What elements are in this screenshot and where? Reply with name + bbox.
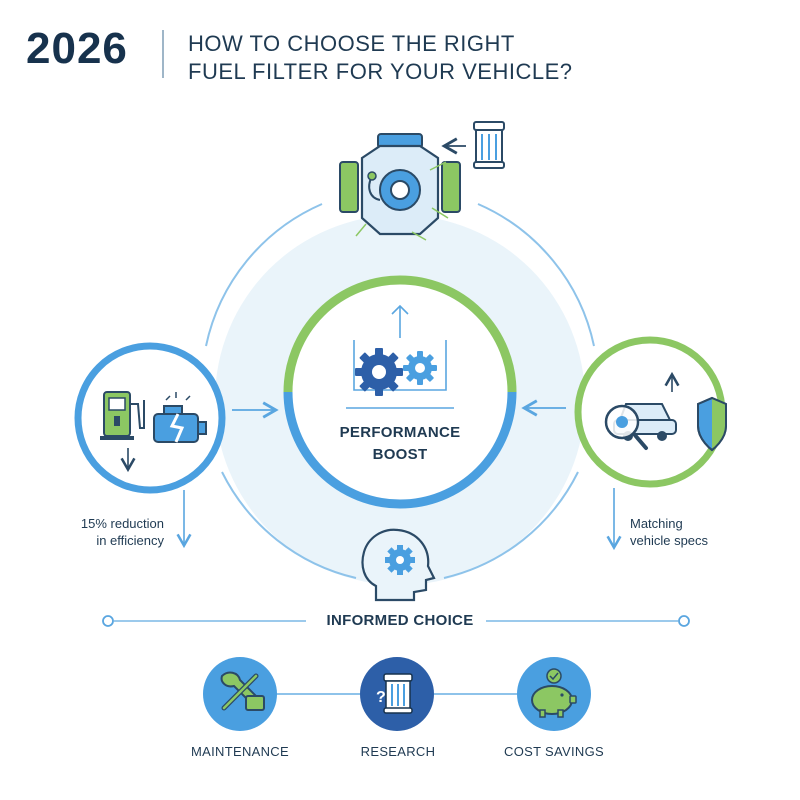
ring-arc-top-right — [477, 203, 595, 347]
cost-savings-node — [517, 657, 591, 731]
header-divider — [162, 30, 164, 78]
left-note: 15% reduction in efficiency — [60, 515, 164, 549]
center-ring-green — [283, 275, 517, 393]
timeline — [102, 615, 690, 627]
center-label-line-1: PERFORMANCE — [339, 424, 461, 441]
page-title: HOW TO CHOOSE THE RIGHT FUEL FILTER FOR … — [188, 30, 573, 86]
center-label: PERFORMANCE BOOST — [308, 422, 492, 466]
right-node — [574, 336, 727, 488]
right-note-line-2: vehicle specs — [630, 533, 709, 548]
center-label-line-2: BOOST — [372, 446, 428, 463]
shield-icon — [697, 396, 727, 452]
title-line-2: FUEL FILTER FOR YOUR VEHICLE? — [188, 59, 573, 84]
research-node: ? — [360, 657, 434, 731]
fuel-pump-icon — [100, 391, 145, 440]
piggy-bank-icon — [531, 668, 577, 718]
left-note-line-1: 15% reduction — [80, 516, 164, 531]
center-node — [283, 275, 517, 509]
ring-arc-bottom-right — [443, 471, 579, 579]
broken-engine-icon — [153, 392, 207, 443]
fuel-filter-icon — [473, 121, 505, 169]
question-mark-icon: ? — [376, 689, 386, 706]
ring-arc-top-left — [205, 203, 323, 347]
head-gear-icon — [361, 528, 436, 602]
right-note: Matching vehicle specs — [630, 515, 708, 549]
maintenance-label: MAINTENANCE — [191, 744, 289, 759]
fuel-filter-icon: ? — [376, 673, 413, 714]
cost-savings-label: COST SAVINGS — [504, 744, 604, 759]
wrench-icon — [220, 671, 265, 711]
center-ring-blue — [283, 391, 517, 509]
maintenance-node — [203, 657, 277, 731]
left-node — [74, 342, 226, 494]
car-search-icon — [604, 403, 677, 450]
timeline-label: INFORMED CHOICE — [326, 612, 474, 629]
left-note-line-2: in efficiency — [96, 533, 164, 548]
year-label: 2026 — [26, 24, 128, 73]
header: 2026 HOW TO CHOOSE THE RIGHT FUEL FILTER… — [0, 0, 800, 100]
title-line-1: HOW TO CHOOSE THE RIGHT — [188, 31, 515, 56]
ring-arc-bottom-left — [221, 471, 357, 579]
gears-bracket — [353, 340, 447, 391]
right-note-line-1: Matching — [630, 516, 683, 531]
engine-icon — [339, 133, 461, 241]
outer-ring — [205, 203, 595, 579]
research-label: RESEARCH — [360, 744, 436, 759]
gears-icon — [355, 348, 437, 396]
